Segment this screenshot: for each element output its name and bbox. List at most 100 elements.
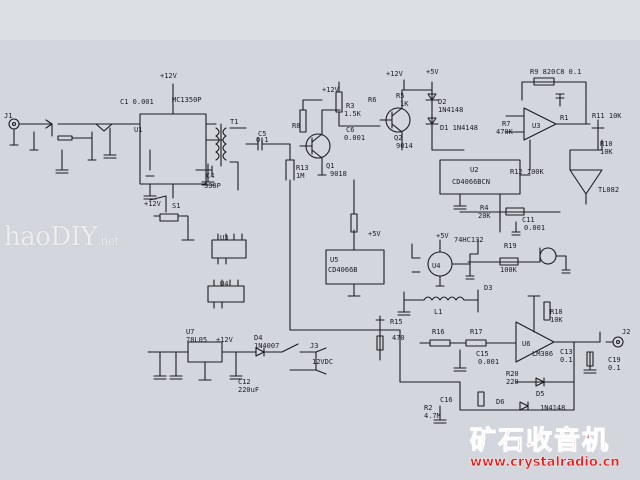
d1-d2-supply [401, 79, 465, 151]
label-r4v: 20K [478, 212, 491, 220]
label-r8: R8 [292, 122, 300, 130]
label-c4: C4 [206, 172, 214, 180]
label-d4: D4 [254, 334, 262, 342]
label-u7-part: 78L05 [186, 336, 207, 344]
s1-pot [149, 195, 195, 241]
label-r9: R9 820 [530, 68, 555, 76]
label-r11: R11 10K [592, 112, 622, 120]
brand-name: 矿石收音机 [470, 426, 611, 457]
label-u2-part: CD4066BCN [452, 178, 490, 186]
label-r13v: 1M [296, 172, 304, 180]
r3-r8 [299, 81, 381, 133]
label-u6-part: LM386 [532, 350, 553, 358]
label-u4-pin: U4 [220, 280, 228, 288]
label-v5c: +5V [436, 232, 449, 240]
label-c13: C13 [560, 348, 573, 356]
label-r15v: 470 [392, 334, 405, 342]
label-c13v: 0.1 [560, 356, 573, 364]
label-r2v: 4.7M [424, 412, 441, 420]
label-c19: C19 [608, 356, 621, 364]
j3-jack [315, 347, 327, 375]
label-r7v: 470K [496, 128, 514, 136]
l1-inductor [397, 289, 479, 316]
label-tl082: TL082 [598, 186, 619, 194]
label-r12: R12 100K [510, 168, 545, 176]
label-j3v: 12VDC [312, 358, 333, 366]
r15-chain [375, 315, 517, 383]
label-r19: R19 [504, 242, 517, 250]
label-c11: C11 [522, 216, 535, 224]
label-u3: U3 [532, 122, 540, 130]
label-c16: C16 [440, 396, 453, 404]
label-d2: D2 [438, 98, 446, 106]
label-v12-u7: +12V [216, 336, 234, 344]
label-v12b: +12V [322, 86, 340, 94]
label-r18: R18 [550, 308, 563, 316]
u1-block [129, 83, 223, 200]
r4-r19-led [459, 207, 571, 274]
label-u4-part: 74HC132 [454, 236, 484, 244]
label-d6: D6 [496, 398, 504, 406]
watermark-suffix: .net [97, 234, 119, 248]
label-r20v: 220 [506, 378, 519, 386]
label-u5-part: CD4066B [328, 266, 358, 274]
transformer-t1 [201, 123, 247, 191]
label-c6v: 0.001 [344, 134, 365, 142]
label-r5v: 1K [400, 100, 409, 108]
label-d1: D1 1N4148 [440, 124, 478, 132]
label-r15: R15 [390, 318, 403, 326]
antenna-input [8, 118, 131, 174]
label-r17: R17 [470, 328, 483, 336]
label-u6: U6 [522, 340, 530, 348]
label-r10v: 10K [600, 148, 613, 156]
label-u3-pin: U3 [220, 234, 228, 242]
label-j3: J3 [310, 342, 318, 350]
label-c5: C5 [258, 130, 266, 138]
watermark-haodiy: haoDIY.net [4, 222, 119, 252]
label-q2-part: 9014 [396, 142, 413, 150]
ic-pinouts [207, 233, 247, 309]
label-c6: C6 [346, 126, 354, 134]
label-v12-s1: +12V [144, 200, 162, 208]
label-j2: J2 [622, 328, 630, 336]
u7-regulator [147, 341, 317, 381]
label-c15v: 0.001 [478, 358, 499, 366]
label-q1-part: 9018 [330, 170, 347, 178]
label-v12c: +12V [386, 70, 404, 78]
label-r10: R10 [600, 140, 613, 148]
u5-block [325, 179, 385, 297]
label-v5a: +5V [426, 68, 439, 76]
label-d3: D3 [484, 284, 492, 292]
label-u4: U4 [432, 262, 440, 270]
label-r4: R4 [480, 204, 488, 212]
label-r6: R6 [368, 96, 376, 104]
label-r5: R5 [396, 92, 404, 100]
label-d6v: 1N4148 [540, 404, 565, 412]
label-c5v: 0.1 [256, 136, 269, 144]
label-l1: L1 [434, 308, 442, 316]
label-d2v: 1N4148 [438, 106, 463, 114]
label-r1: R1 [560, 114, 568, 122]
label-r13: R13 [296, 164, 309, 172]
label-c8: C8 0.1 [556, 68, 581, 76]
label-c12v: 220uF [238, 386, 259, 394]
label-r20: R20 [506, 370, 519, 378]
brand-logo: 矿石收音机 www.crystalradio.cn [470, 420, 638, 478]
label-r18v: 10K [550, 316, 563, 324]
label-r7: R7 [502, 120, 510, 128]
u4-block [411, 239, 479, 287]
label-d5: D5 [536, 390, 544, 398]
q2-transistor [379, 89, 411, 151]
label-c15: C15 [476, 350, 489, 358]
label-u2: U2 [470, 166, 478, 174]
label-v12a: +12V [160, 72, 178, 80]
label-c12: C12 [238, 378, 251, 386]
label-u1-part: MC1350P [172, 96, 202, 104]
label-r3: R3 [346, 102, 354, 110]
label-q1: Q1 [326, 162, 334, 170]
label-c11v: 0.001 [524, 224, 545, 232]
label-j1: J1 [4, 112, 12, 120]
label-c1: C1 0.001 [120, 98, 154, 106]
q1-transistor [299, 109, 341, 176]
